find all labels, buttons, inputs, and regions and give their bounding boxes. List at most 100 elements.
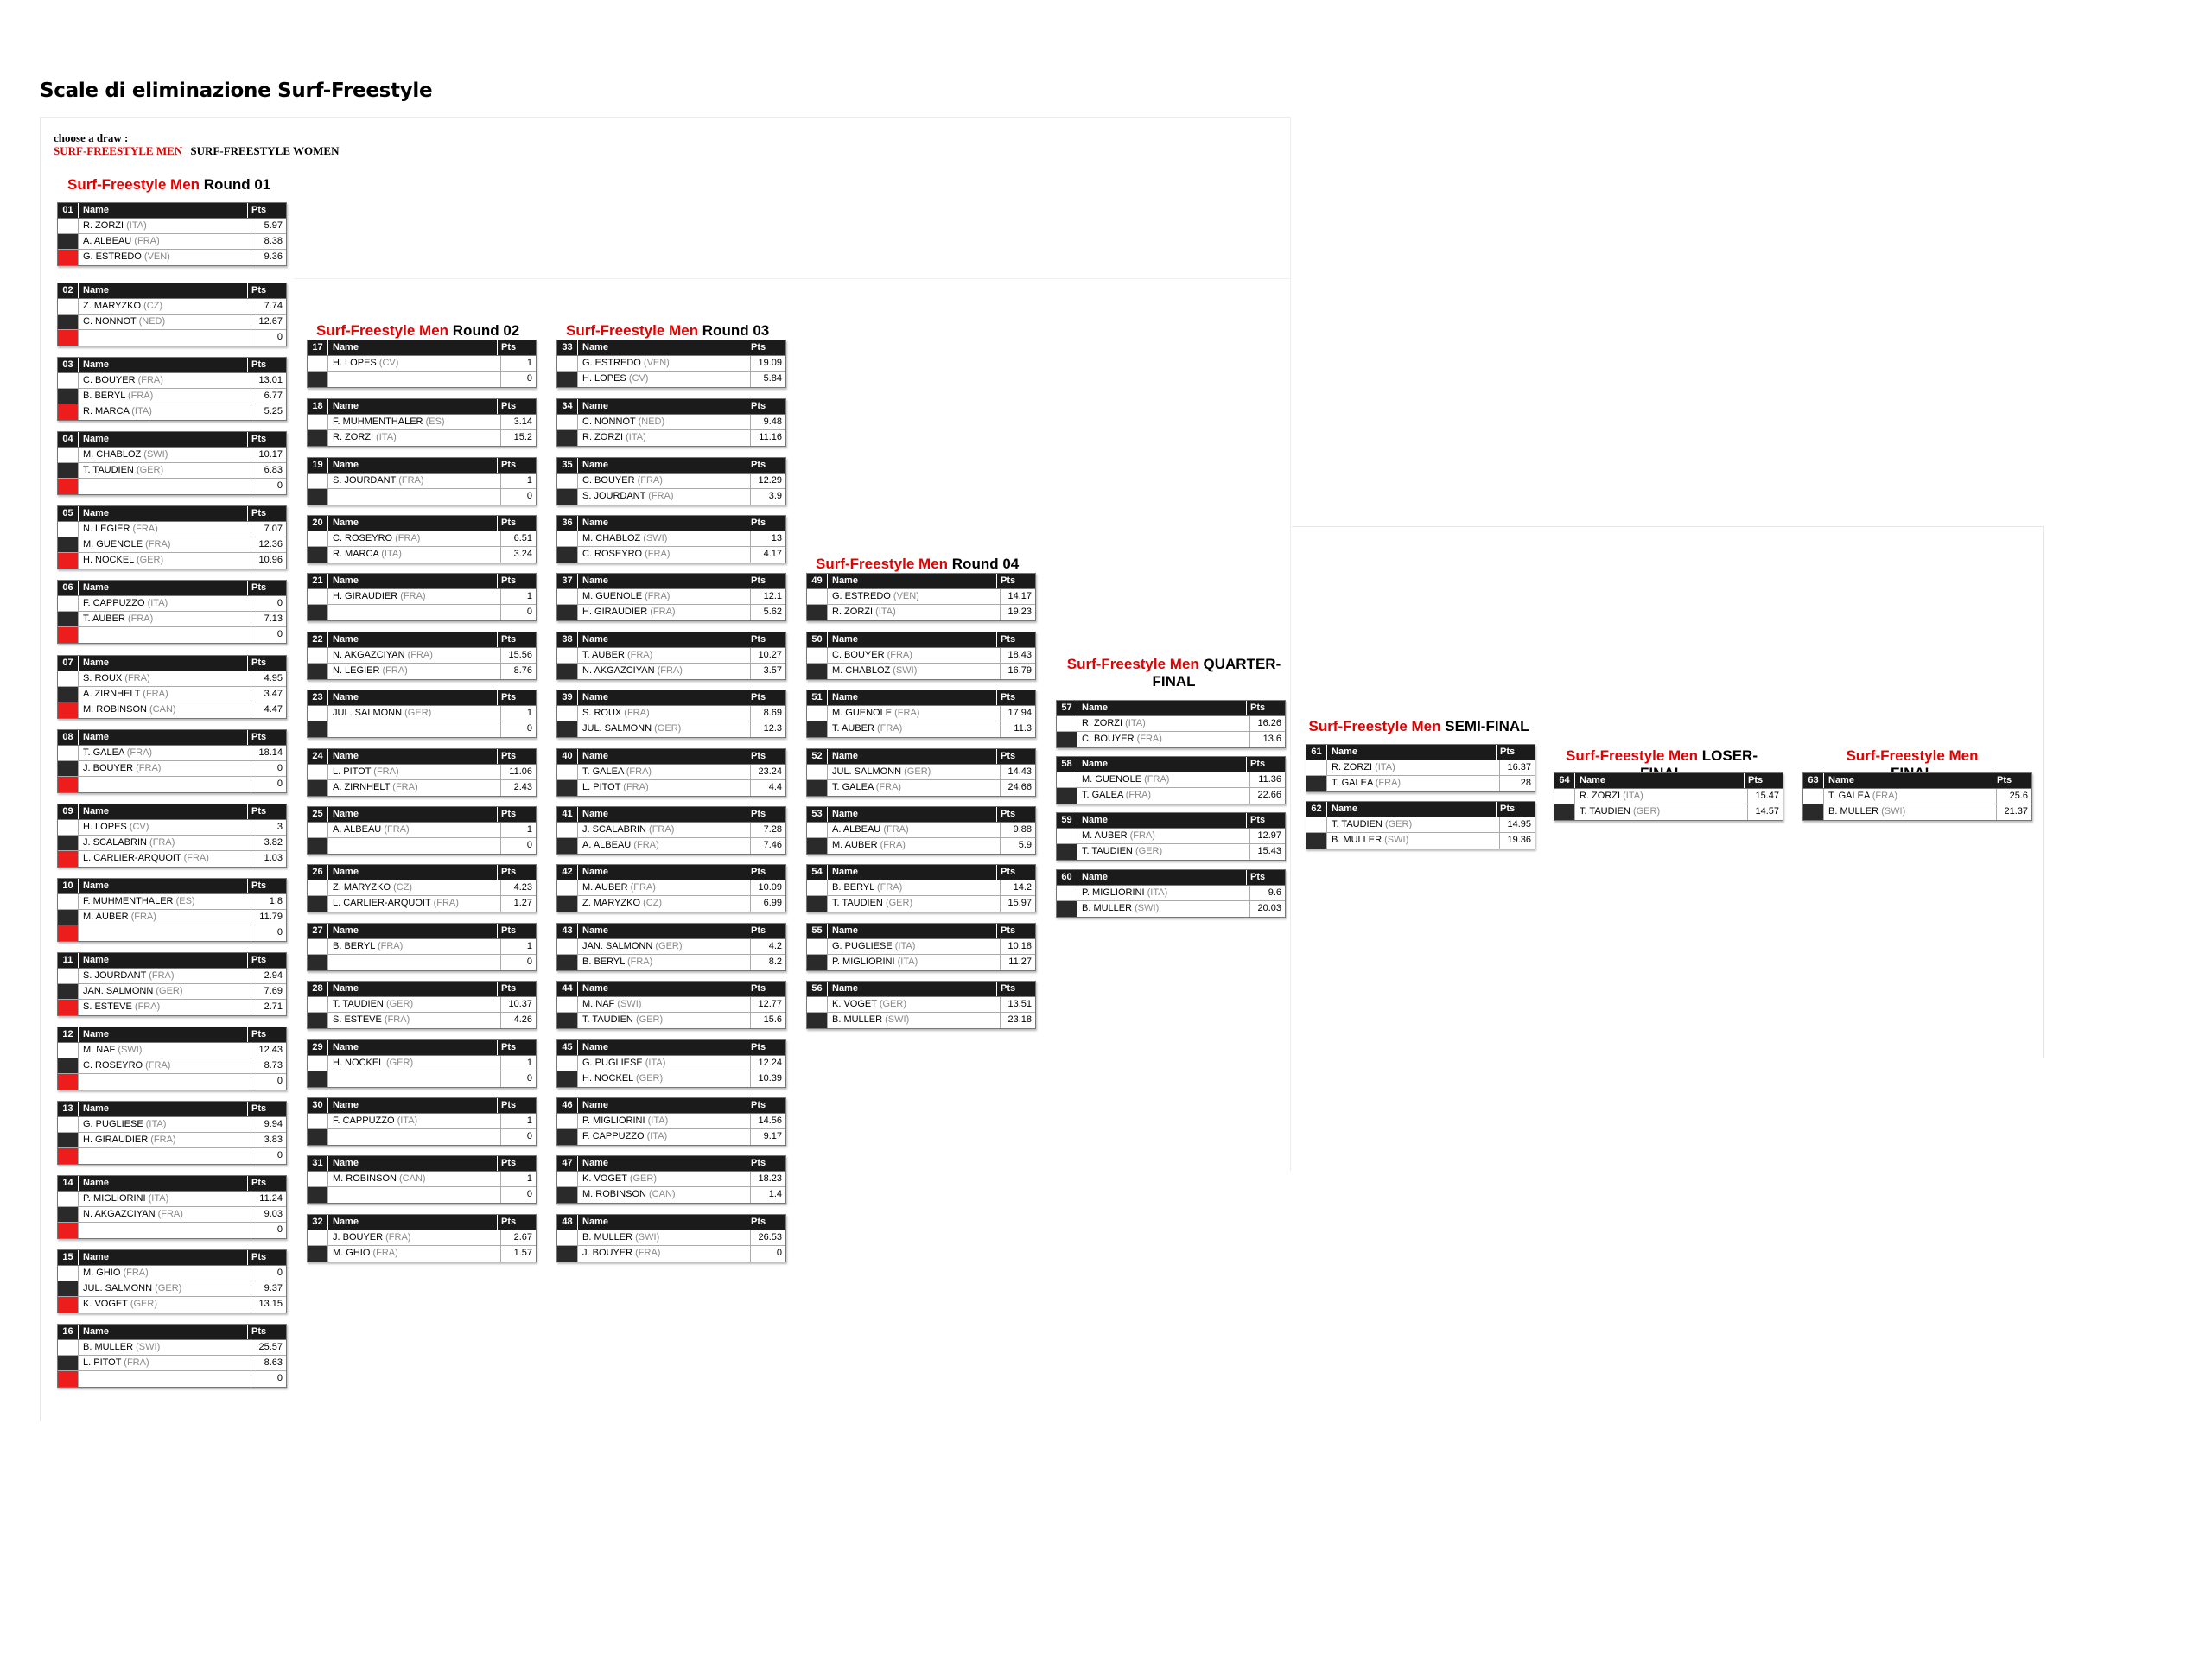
black-slot-swatch (557, 721, 578, 737)
athlete-name: B. MULLER (582, 1232, 633, 1243)
match-number: 31 (308, 1156, 328, 1171)
athlete-cell: T. AUBER (FRA) (828, 721, 1000, 737)
name-column-header: Name (1575, 773, 1745, 788)
athlete-cell: T. GALEA (FRA) (578, 765, 750, 779)
athlete-row: T. TAUDIEN (GER)10.37 (308, 997, 536, 1013)
black-slot-swatch (557, 430, 578, 446)
black-slot-swatch (58, 234, 79, 249)
pts-column-header: Pts (501, 460, 517, 470)
athlete-country: (FRA) (626, 650, 653, 660)
athlete-country: (FRA) (130, 912, 156, 922)
athlete-row: JUL. SALMONN (GER)12.3 (557, 721, 785, 737)
athlete-cell: B. BERYL (FRA) (828, 880, 1000, 895)
red-slot-swatch (58, 1371, 79, 1387)
black-slot-swatch (557, 489, 578, 505)
athlete-cell: B. MULLER (SWI) (1327, 833, 1499, 849)
athlete-row: P. MIGLIORINI (ITA)9.6 (1057, 886, 1285, 901)
athlete-points: 0 (750, 1246, 785, 1262)
match-number: 02 (58, 283, 79, 298)
athlete-points: 11.06 (500, 765, 536, 779)
athlete-points: 12.24 (750, 1056, 785, 1071)
athlete-points: 0 (251, 479, 286, 494)
athlete-row: B. BERYL (FRA)1 (308, 939, 536, 955)
athlete-country: (FRA) (384, 824, 410, 835)
athlete-cell: B. BERYL (FRA) (328, 939, 500, 954)
athlete-name: M. NAF (582, 999, 615, 1009)
athlete-name: S. ESTEVE (83, 1001, 132, 1012)
athlete-points: 1 (500, 1056, 536, 1071)
athlete-country: (GER) (654, 723, 682, 734)
athlete-row: M. GHIO (FRA)1.57 (308, 1246, 536, 1262)
athlete-name: P. MIGLIORINI (83, 1193, 146, 1204)
athlete-row: R. ZORZI (ITA)5.97 (58, 219, 286, 234)
white-slot-swatch (308, 589, 328, 604)
athlete-cell: B. MULLER (SWI) (578, 1230, 750, 1245)
athlete-points: 18.23 (750, 1172, 785, 1186)
black-slot-swatch (58, 1356, 79, 1370)
athlete-country: (FRA) (623, 782, 649, 792)
athlete-points: 4.23 (500, 880, 536, 895)
match-number: 56 (807, 982, 828, 996)
draw-link-women[interactable]: SURF-FREESTYLE WOMEN (190, 144, 340, 157)
black-slot-swatch (58, 315, 79, 329)
athlete-country: (FRA) (398, 475, 424, 486)
pts-column-header: Pts (501, 342, 517, 353)
athlete-points: 12.77 (750, 997, 785, 1012)
athlete-name: Z. MARYZKO (333, 882, 391, 893)
athlete-name: M. GHIO (83, 1268, 121, 1278)
athlete-row: C. BOUYER (FRA)13.01 (58, 373, 286, 389)
black-slot-swatch (807, 896, 828, 912)
athlete-points: 13.6 (1249, 732, 1285, 747)
pts-column-header: Pts (751, 460, 766, 470)
athlete-country: (GER) (156, 986, 183, 996)
red-slot-swatch (58, 1074, 79, 1090)
pts-column-header: Pts (501, 401, 517, 411)
match-number: 03 (58, 358, 79, 372)
pts-column-header: Pts (751, 1100, 766, 1110)
athlete-row: K. VOGET (GER)13.51 (807, 997, 1035, 1013)
athlete-cell: M. GHIO (FRA) (328, 1246, 500, 1262)
white-slot-swatch (557, 648, 578, 663)
athlete-name: B. MULLER (1828, 806, 1879, 817)
athlete-cell: F. CAPPUZZO (ITA) (79, 596, 251, 611)
athlete-points: 9.88 (1000, 823, 1035, 837)
pts-column-header: Pts (751, 925, 766, 936)
match-number: 50 (807, 632, 828, 647)
name-column-header: Name (79, 283, 248, 298)
white-slot-swatch (308, 1056, 328, 1071)
athlete-cell: H. LOPES (CV) (328, 356, 500, 371)
athlete-points: 3 (251, 820, 286, 835)
athlete-points: 0 (251, 1148, 286, 1164)
athlete-name: G. PUGLIESE (582, 1058, 643, 1068)
athlete-points: 13.51 (1000, 997, 1035, 1012)
athlete-name: S. ROUX (83, 673, 123, 683)
match-number: 23 (308, 690, 328, 705)
athlete-points: 3.14 (500, 415, 536, 429)
black-slot-swatch (58, 612, 79, 626)
name-column-header: Name (1077, 701, 1247, 715)
athlete-cell: A. ALBEAU (FRA) (328, 823, 500, 837)
athlete-points: 15.47 (1747, 789, 1783, 804)
draw-link-men[interactable]: SURF-FREESTYLE MEN (54, 144, 183, 157)
athlete-row: H. NOCKEL (GER)10.96 (58, 553, 286, 569)
athlete-country: (FRA) (1125, 790, 1152, 800)
white-slot-swatch (58, 671, 79, 686)
match-number: 47 (557, 1156, 578, 1171)
finals-frame-top (1292, 526, 2044, 527)
athlete-name: C. ROSEYRO (83, 1060, 143, 1071)
athlete-country: (GER) (1632, 806, 1661, 817)
athlete-cell: JAN. SALMONN (GER) (578, 939, 750, 954)
black-slot-swatch (308, 955, 328, 970)
